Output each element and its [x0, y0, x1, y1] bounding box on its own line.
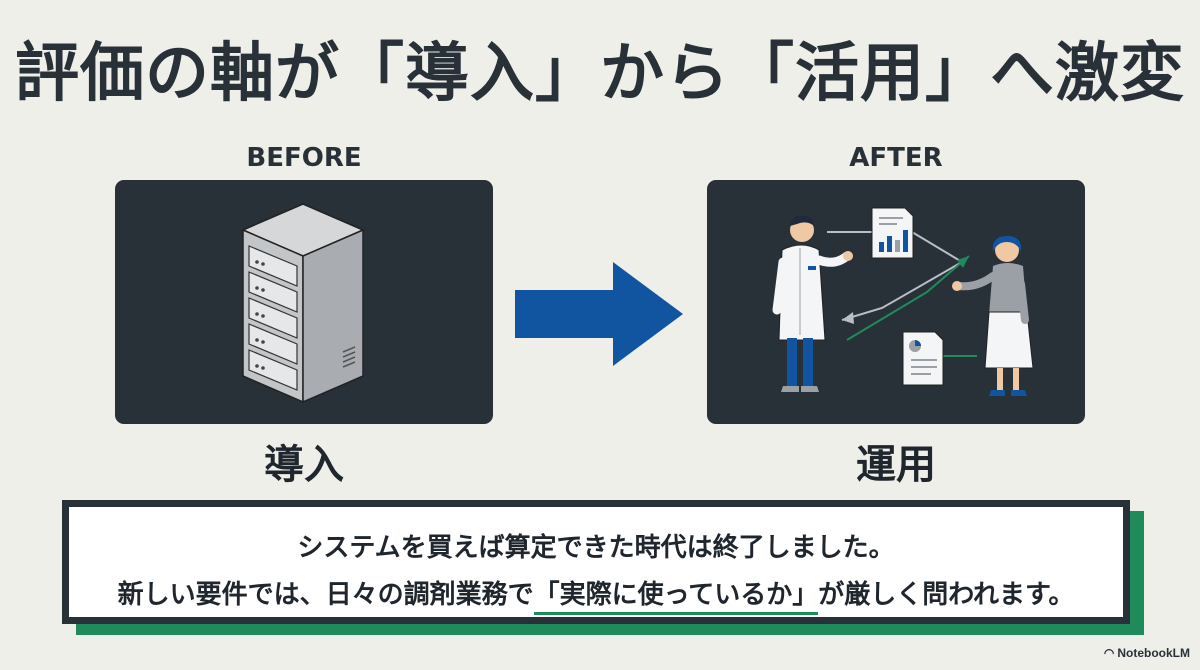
report-document-icon — [871, 207, 914, 259]
right-arrow-icon — [515, 262, 683, 366]
pharmacist-consultation-icon — [772, 207, 1034, 396]
after-label: AFTER — [849, 143, 943, 173]
page-title: 評価の軸が「導入」から「活用」へ激変 — [15, 37, 1185, 111]
summary-note: システムを買えば算定できた時代は終了しました。 新しい要件では、日々の調剤業務で… — [62, 500, 1130, 624]
server-icon — [241, 203, 365, 404]
note-line-1: システムを買えば算定できた時代は終了しました。 — [297, 533, 895, 563]
note-line-2-pre: 新しい要件では、日々の調剤業務で — [117, 580, 534, 610]
note-line-2-post: が厳しく問われます。 — [818, 580, 1075, 610]
after-panel — [707, 180, 1085, 424]
prescription-document-icon — [902, 331, 944, 386]
before-caption: 導入 — [264, 442, 344, 488]
notebooklm-logo-icon: ◠ — [1103, 646, 1115, 660]
brand-name: NotebookLM — [1117, 646, 1190, 660]
before-label: BEFORE — [246, 143, 362, 173]
patient-figure — [952, 236, 1034, 396]
after-caption: 運用 — [856, 442, 936, 488]
note-line-2: 新しい要件では、日々の調剤業務で「実際に使っているか」が厳しく問われます。 — [69, 574, 1123, 615]
before-panel — [115, 180, 493, 424]
pharmacist-figure — [772, 215, 853, 392]
brand-watermark: ◠NotebookLM — [1104, 646, 1190, 660]
note-highlight: 「実際に使っているか」 — [533, 580, 819, 615]
